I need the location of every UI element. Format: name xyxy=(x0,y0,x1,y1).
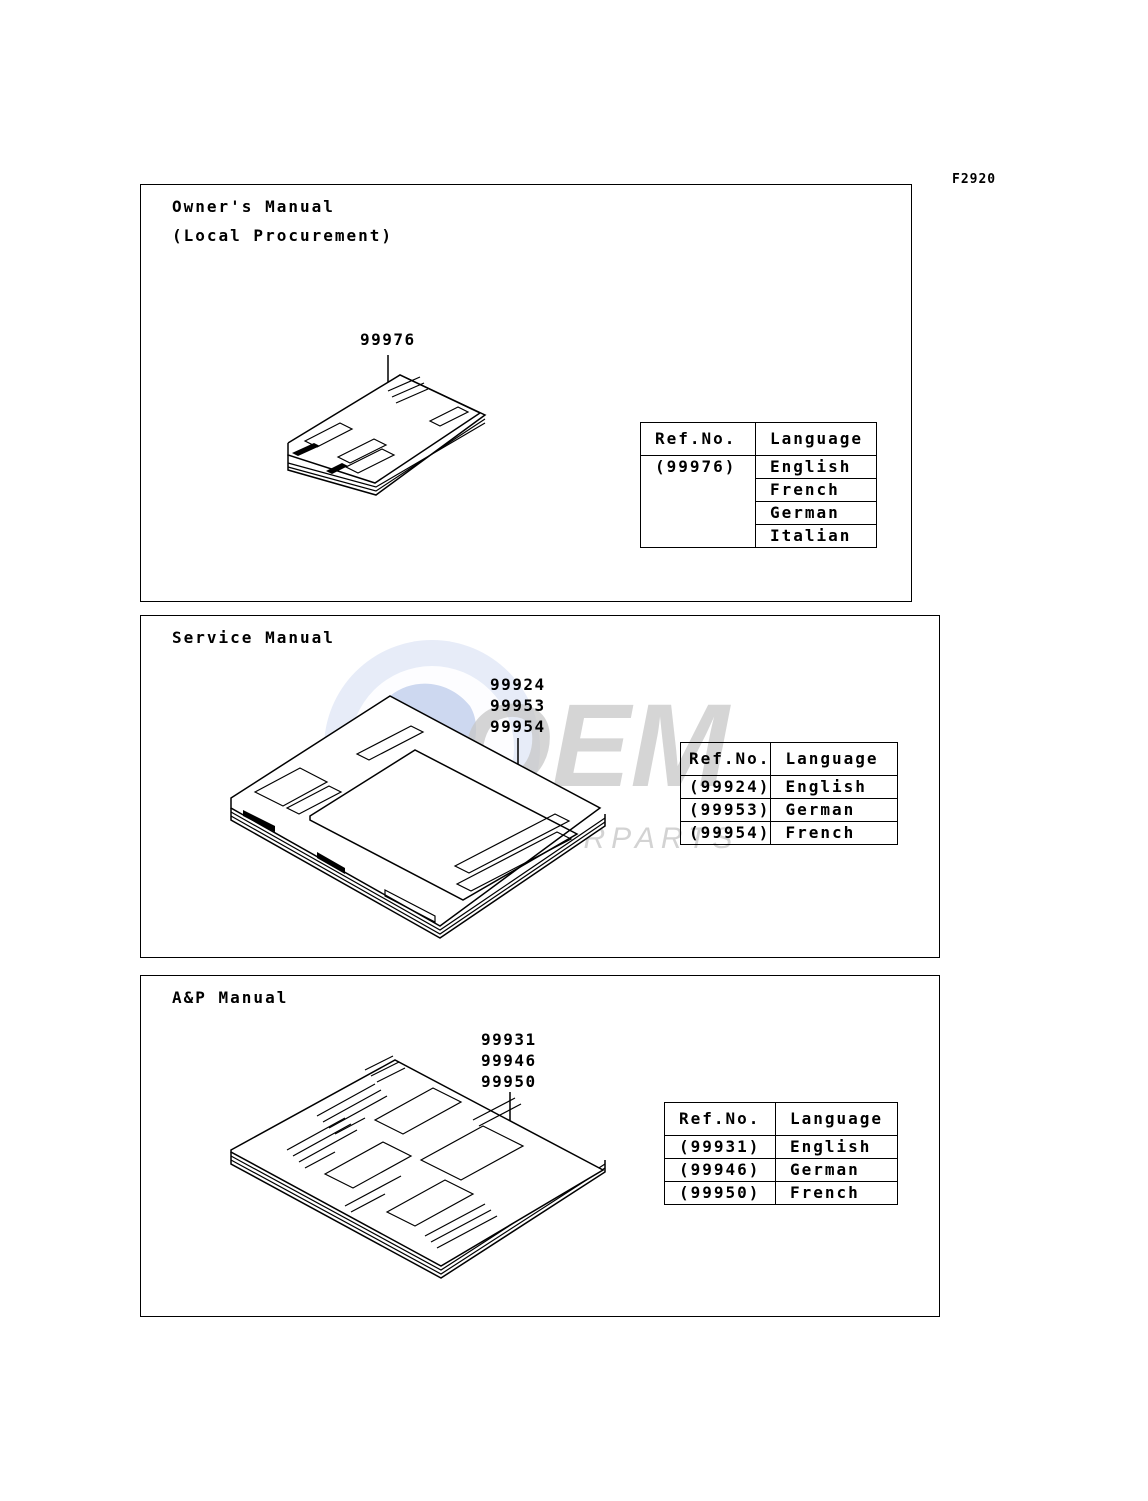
callout-number: 99953 xyxy=(490,696,546,715)
lang-cell: German xyxy=(755,501,877,525)
lang-header: Language xyxy=(755,422,877,456)
lang-cell: English xyxy=(755,455,877,479)
ref-header: Ref.No. xyxy=(664,1102,776,1136)
callout-number: 99950 xyxy=(481,1072,537,1091)
ref-cell: (99953) xyxy=(679,798,772,822)
ref-cell: (99950) xyxy=(664,1181,776,1205)
lang-cell: French xyxy=(770,821,898,845)
owners-manual-panel xyxy=(140,184,912,602)
service-manual-title: Service Manual xyxy=(172,628,335,647)
lang-cell: English xyxy=(770,775,898,799)
lang-header: Language xyxy=(770,742,898,776)
ref-cell: (99924) xyxy=(679,775,772,799)
ref-header: Ref.No. xyxy=(679,742,772,776)
service-manual-callouts: 99924 99953 99954 xyxy=(490,674,546,737)
callout-number: 99954 xyxy=(490,717,546,736)
lang-header: Language xyxy=(775,1102,898,1136)
ap-manual-panel xyxy=(140,975,940,1317)
ref-cell: (99976) xyxy=(640,455,756,548)
ap-manual-table: Ref.No. Language (99931) English (99946)… xyxy=(664,1102,898,1205)
owners-manual-table: Ref.No. Language (99976) English French … xyxy=(640,422,877,548)
lang-cell: German xyxy=(770,798,898,822)
ref-cell: (99954) xyxy=(679,821,772,845)
callout-number: 99976 xyxy=(360,330,416,349)
ap-manual-callouts: 99931 99946 99950 xyxy=(481,1029,537,1092)
service-manual-panel xyxy=(140,615,940,958)
ref-header: Ref.No. xyxy=(640,422,756,456)
owners-manual-callout: 99976 xyxy=(360,329,416,350)
lang-cell: French xyxy=(775,1181,898,1205)
ref-cell: (99946) xyxy=(664,1158,776,1182)
service-manual-illustration xyxy=(230,695,606,939)
figure-code: F2920 xyxy=(952,172,997,187)
service-manual-table: Ref.No. Language (99924) English (99953)… xyxy=(679,742,898,845)
callout-number: 99924 xyxy=(490,675,546,694)
ap-manual-title: A&P Manual xyxy=(172,988,289,1007)
owners-manual-subtitle: (Local Procurement) xyxy=(172,226,394,245)
lang-cell: English xyxy=(775,1135,898,1159)
owners-manual-title: Owner's Manual xyxy=(172,197,335,216)
lang-cell: Italian xyxy=(755,524,877,548)
lang-cell: French xyxy=(755,478,877,502)
callout-number: 99931 xyxy=(481,1030,537,1049)
callout-number: 99946 xyxy=(481,1051,537,1070)
ref-cell: (99931) xyxy=(664,1135,776,1159)
ap-manual-illustration xyxy=(230,1055,606,1279)
lang-cell: German xyxy=(775,1158,898,1182)
owners-manual-illustration xyxy=(287,355,487,496)
